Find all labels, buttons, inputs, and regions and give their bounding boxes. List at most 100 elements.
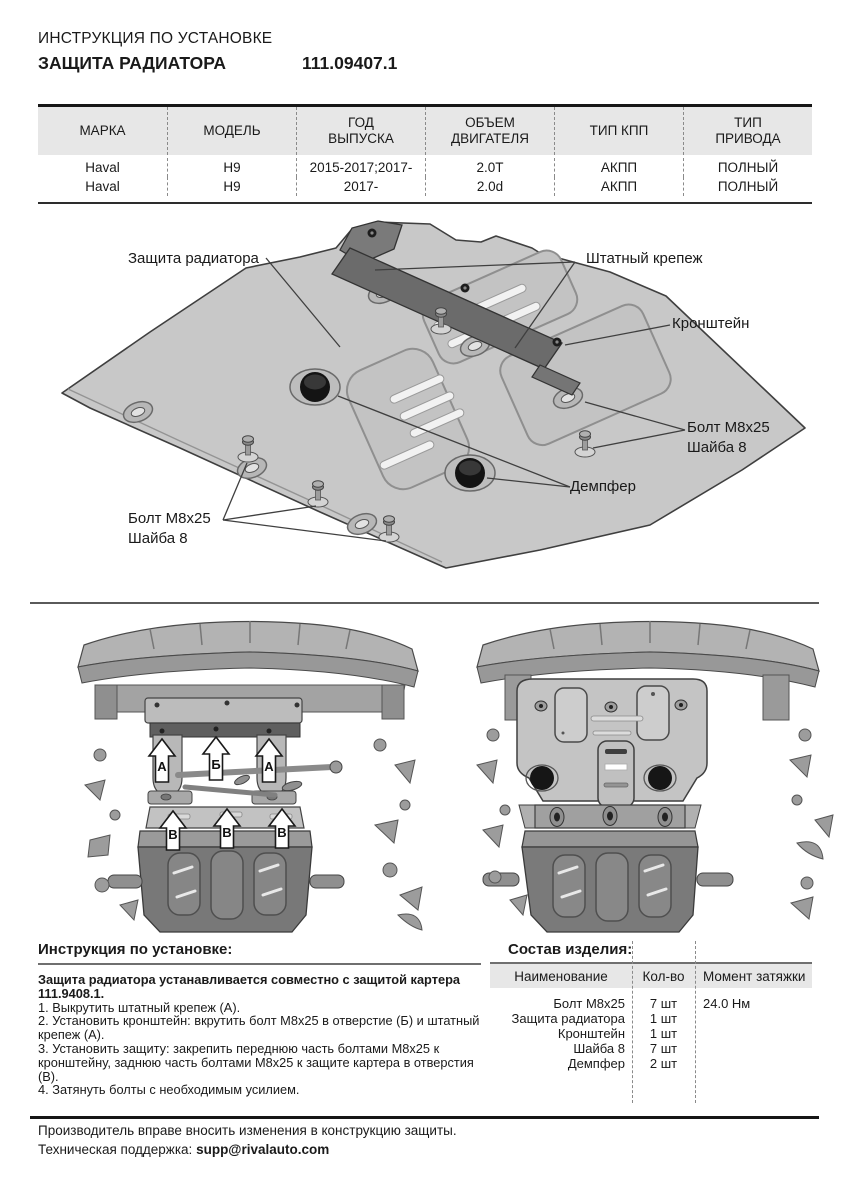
arrow-letter: А xyxy=(264,759,274,774)
plate-bolts xyxy=(534,699,688,713)
callout-lines xyxy=(222,257,686,542)
parts-col-qty: Кол-во xyxy=(642,968,685,984)
step-2: 2. Установить кронштейн: вкрутить болт М… xyxy=(38,1013,480,1043)
washer-label: Шайба 8 xyxy=(128,530,188,547)
step-4: 4. Затянуть болты с необходимым усилием. xyxy=(38,1082,300,1098)
damper-2 xyxy=(444,454,496,492)
arrow-letter: В xyxy=(277,825,286,840)
arrow-v3 xyxy=(267,807,297,849)
heading-underline xyxy=(38,963,481,965)
scattered-parts xyxy=(84,738,423,931)
instructions-section: Инструкция по установке: Защита радиатор… xyxy=(38,941,481,1097)
arrow-letter: В xyxy=(168,827,177,842)
step-1: 1. Выкрутить штатный крепеж (А). xyxy=(38,999,241,1015)
arrow-v1 xyxy=(158,809,188,851)
product-title: ЗАЩИТА РАДИАТОРА xyxy=(38,53,226,73)
fitment-cell: 2.0T xyxy=(425,158,554,177)
parts-col-name: Наименование xyxy=(514,968,608,984)
arrow-letter: Б xyxy=(211,757,220,772)
exploded-diagram xyxy=(61,220,806,569)
fitment-cell: ПОЛНЫЙ xyxy=(683,158,812,177)
instructions-intro: Защита радиатора устанавливается совмест… xyxy=(38,972,461,1001)
install-view-exploded: А Б А В В В xyxy=(77,620,423,933)
doc-type: ИНСТРУКЦИЯ ПО УСТАНОВКЕ xyxy=(38,30,273,47)
label-bracket: Кронштейн xyxy=(672,315,750,332)
crankcase-plate-drawing xyxy=(107,830,345,933)
fitment-cell: H9 xyxy=(167,158,296,177)
parts-section: Состав изделия: Наименование Кол-во Моме… xyxy=(490,941,812,1105)
scattered-parts xyxy=(476,728,834,920)
parts-header-row: Наименование Кол-во Момент затяжки xyxy=(490,964,812,988)
title-row: ЗАЩИТА РАДИАТОРА 111.09407.1 xyxy=(38,53,538,75)
arrow-a2 xyxy=(254,737,284,783)
parts-divider-dash-1 xyxy=(632,941,633,1103)
long-bracket-plate xyxy=(144,697,303,738)
bumper-drawing xyxy=(476,620,820,721)
arrow-letter: А xyxy=(157,759,167,774)
label-bolt-washer-left: Болт М8х25 Шайба 8 xyxy=(128,509,211,549)
fitment-rows: Haval H9 2015-2017;2017- 2.0T АКПП ПОЛНЫ… xyxy=(38,155,812,202)
label-bolt-washer-right: Болт М8х25 Шайба 8 xyxy=(687,418,770,458)
bracket-drawing xyxy=(331,220,581,396)
footer-divider xyxy=(30,1116,819,1119)
direction-arrows xyxy=(147,735,297,851)
crankcase-plate-drawing xyxy=(482,830,734,933)
parts-heading-underline xyxy=(490,962,812,964)
loose-hardware xyxy=(175,760,343,798)
label-factory-mount: Штатный крепеж xyxy=(586,250,703,267)
footer: Производитель вправе вносить изменения в… xyxy=(38,1122,818,1159)
fitment-cell: 2017- xyxy=(296,177,425,196)
parts-heading: Состав изделия: xyxy=(508,941,633,958)
step-3: 3. Установить защиту: закрепить переднюю… xyxy=(38,1040,474,1084)
bumper-drawing xyxy=(77,620,419,688)
fitment-col-gearbox: ТИП КПП xyxy=(554,107,683,155)
radiator-plate-installed xyxy=(516,678,708,808)
install-view-assembled xyxy=(476,620,834,933)
loose-bolts xyxy=(237,307,596,543)
arrow-letter: В xyxy=(222,825,231,840)
part-number: 111.09407.1 xyxy=(302,53,398,73)
footer-disclaimer: Производитель вправе вносить изменения в… xyxy=(38,1123,457,1138)
arrow-a1 xyxy=(147,737,177,783)
label-radiator-guard: Защита радиатора xyxy=(128,250,259,267)
fitment-col-marka: МАРКА xyxy=(79,123,126,138)
fitment-cell: АКПП xyxy=(554,158,683,177)
fitment-cell: Haval xyxy=(85,179,120,194)
arrow-b xyxy=(201,735,231,781)
band-bolts xyxy=(549,806,673,827)
fitment-cell: ПОЛНЫЙ xyxy=(683,177,812,196)
parts-divider-dash-2 xyxy=(695,941,696,1103)
damper-1 xyxy=(289,368,341,406)
fitment-cell: АКПП xyxy=(554,177,683,196)
bracket-screws xyxy=(367,228,562,347)
fitment-cell: 2015-2017;2017- xyxy=(296,158,425,177)
section-divider xyxy=(30,602,819,604)
fitment-col-model: МОДЕЛЬ xyxy=(167,107,296,155)
fitment-cell: H9 xyxy=(167,177,296,196)
washer-label: Шайба 8 xyxy=(687,439,747,456)
footer-support: Техническая поддержка: supp@rivalauto.co… xyxy=(38,1141,818,1160)
fitment-cell: Haval xyxy=(85,160,120,175)
bolt-label: Болт М8х25 xyxy=(687,419,770,436)
dampers-installed xyxy=(525,764,677,792)
parts-col-torque: Момент затяжки xyxy=(703,968,806,984)
bolt-label: Болт М8х25 xyxy=(128,510,211,527)
arrow-letters: А Б А В В В xyxy=(157,757,286,842)
support-email: supp@rivalauto.com xyxy=(196,1141,330,1157)
arrow-v2 xyxy=(212,807,242,849)
label-damper: Демпфер xyxy=(570,478,636,495)
support-prefix: Техническая поддержка: xyxy=(38,1141,193,1157)
mid-bracket-band xyxy=(518,804,702,829)
fitment-cell: 2.0d xyxy=(425,177,554,196)
header: ИНСТРУКЦИЯ ПО УСТАНОВКЕ ЗАЩИТА РАДИАТОРА… xyxy=(38,30,538,75)
